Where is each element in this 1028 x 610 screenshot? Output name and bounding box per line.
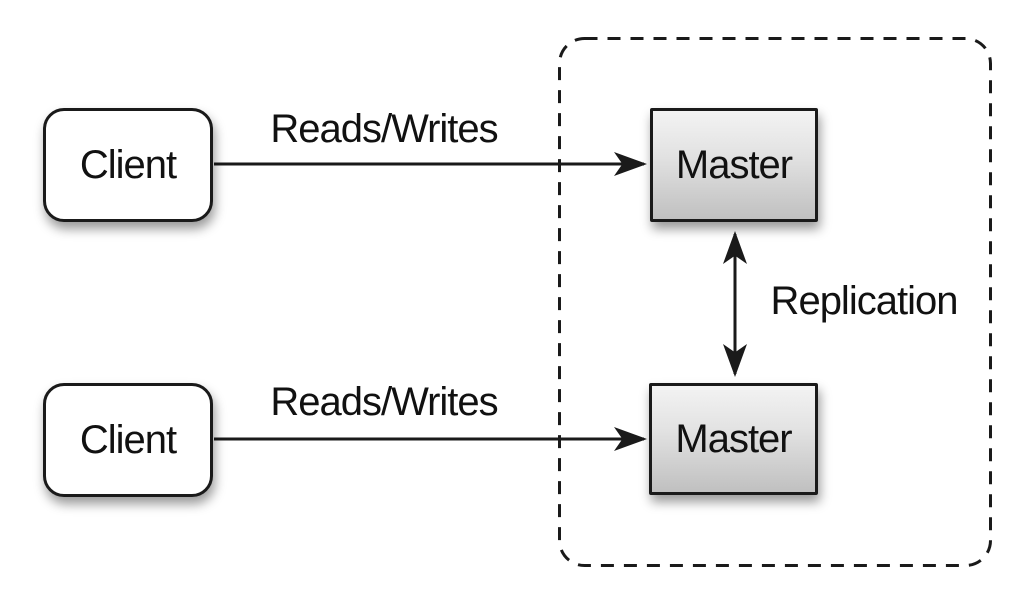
node-master-bottom-label: Master (675, 417, 792, 461)
node-master-bottom: Master (649, 383, 818, 495)
node-master-top-label: Master (675, 143, 793, 187)
edge-label-reads-writes-top: Reads/Writes (270, 107, 498, 151)
node-client-top-label: Client (79, 143, 177, 187)
edge-label-replication: Replication (770, 279, 959, 323)
node-client-top: Client (43, 108, 213, 222)
node-client-bottom: Client (43, 383, 213, 497)
replication-cluster-boundary (558, 37, 992, 567)
node-master-top: Master (650, 108, 818, 222)
edge-label-reads-writes-bottom: Reads/Writes (270, 380, 498, 424)
node-client-bottom-label: Client (79, 418, 177, 462)
